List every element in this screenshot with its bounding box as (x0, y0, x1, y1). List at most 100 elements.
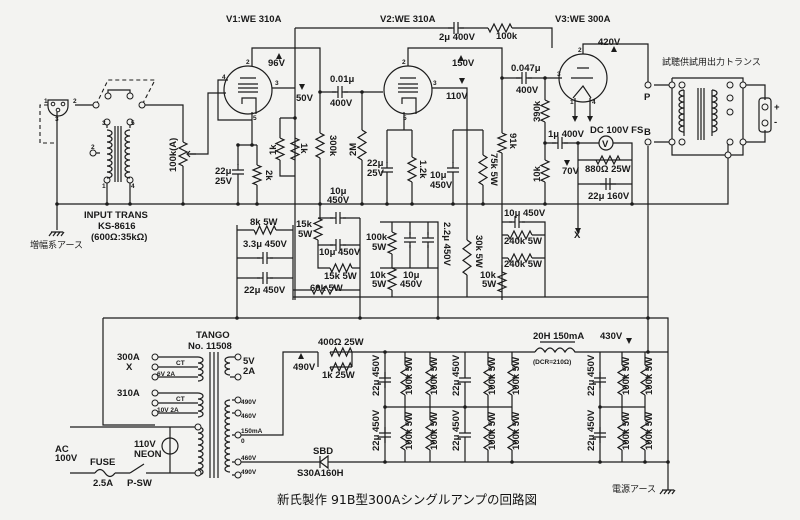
tube-v3-electrodes (571, 67, 593, 99)
resistor (461, 239, 473, 276)
fuse-rating-label: 2.5A (93, 478, 113, 489)
tube-v1-envelope (223, 65, 273, 115)
resistor (424, 419, 436, 451)
part-label: 2k (263, 170, 274, 181)
coil (224, 399, 231, 473)
part-label: 5W (372, 242, 386, 253)
choke-dcr-label: (DCR=210Ω) (533, 359, 571, 366)
filter-res-label: 100k 5W (621, 357, 632, 395)
output-trans-label: 試聴供試用出力トランス (662, 56, 761, 68)
part-label: 22μ 450V (244, 285, 286, 296)
resistor (312, 217, 324, 241)
resistor (482, 419, 494, 451)
terminal (194, 469, 202, 477)
pin-number: 1 (44, 98, 48, 105)
tap-310a-label: 310A (117, 388, 140, 399)
input-jack-icon (47, 99, 69, 117)
part-label: 5W (298, 229, 312, 240)
terminal (151, 399, 159, 407)
tap-label: CT (176, 360, 185, 367)
part-label: 400V (330, 98, 353, 109)
part-label: 10k (370, 270, 387, 281)
part-label: 450V (400, 279, 423, 290)
filter-res-label: 100k 5W (404, 357, 415, 395)
part-label: 22μ (367, 158, 384, 169)
part-label: 2M (348, 143, 359, 156)
resistor (289, 137, 301, 161)
junction-dot (576, 141, 580, 145)
junction-dot (451, 202, 455, 206)
filter-res-label: 100k 5W (429, 357, 440, 395)
resistor (506, 364, 518, 396)
terminal-p-label: P (644, 92, 651, 103)
terminal (234, 353, 242, 361)
voltage-v3-plate: 420V (598, 37, 621, 48)
voltage-v2-screen: 110V (446, 91, 468, 102)
junction-dot (385, 202, 389, 206)
pin-number: 2 (73, 98, 77, 105)
terminal (234, 396, 242, 404)
voltage-marker-icon (611, 46, 617, 52)
part-label: 100k (366, 232, 388, 243)
pin-number: 3 (102, 120, 106, 127)
terminal (138, 101, 146, 109)
terminal (151, 363, 159, 371)
tap-label: 5V (243, 356, 255, 367)
resistor (314, 132, 326, 159)
junction-dot (293, 116, 297, 120)
terminal (724, 151, 732, 159)
pin-number: 2 (91, 144, 95, 151)
part-label: 10μ (330, 186, 347, 197)
resistor (329, 346, 353, 358)
terminal (103, 176, 111, 184)
filter-cap-label: 22μ 450V (451, 409, 462, 451)
junction-dot (543, 141, 547, 145)
terminal (194, 423, 202, 431)
terminal (92, 101, 100, 109)
capacitor (332, 86, 348, 98)
coil (711, 89, 718, 133)
capacitor (552, 137, 568, 149)
terminal (668, 138, 676, 146)
pin-number: 5 (131, 120, 135, 127)
filter-cap-label: 22μ 450V (371, 354, 382, 396)
terminal (89, 149, 97, 157)
pin-number: 4 (131, 183, 135, 190)
tap-label: 490V (241, 399, 257, 406)
tap-label: CT (176, 396, 185, 403)
voltmeter-symbol: V (602, 139, 609, 150)
electrolytic-capacitor (330, 212, 346, 224)
filter-res-label: 100k 5W (429, 412, 440, 450)
coil (224, 356, 231, 376)
resistor (487, 22, 513, 34)
jack-pin (60, 101, 66, 107)
terminal (104, 92, 112, 100)
part-label: 10μ 450V (319, 247, 361, 258)
tube-label-v2: V2:WE 310A (380, 14, 436, 25)
input-trans-name: INPUT TRANS (84, 210, 148, 221)
resistor (506, 419, 518, 451)
part-label: 390k (532, 100, 543, 122)
resistor (251, 164, 263, 186)
junction-dot (383, 350, 387, 354)
voltage-b-490: 490V (293, 362, 316, 373)
part-label: 880Ω 25W (585, 164, 631, 175)
voltage-marker-icon (587, 116, 593, 122)
voltage-marker-icon (564, 160, 570, 166)
meter-label: DC 100V FS (590, 125, 643, 136)
resistor (311, 284, 337, 296)
junction-dot (510, 460, 514, 464)
junction-dot (646, 350, 650, 354)
diode-label: SBD (313, 446, 333, 457)
tube-v2-electrodes (398, 77, 418, 114)
voltage-b-430: 430V (600, 331, 623, 342)
electrolytic-capacitor (459, 372, 471, 388)
input-trans-model: KS-8616 (98, 221, 136, 232)
part-label: 10k (532, 165, 543, 182)
tap-x-label: X (126, 362, 133, 373)
filter-res-label: 100k 5W (487, 412, 498, 450)
junction-dot (543, 76, 547, 80)
electrolytic-capacitor (257, 252, 273, 264)
resistor (539, 99, 551, 123)
fuse-label: FUSE (90, 457, 115, 468)
